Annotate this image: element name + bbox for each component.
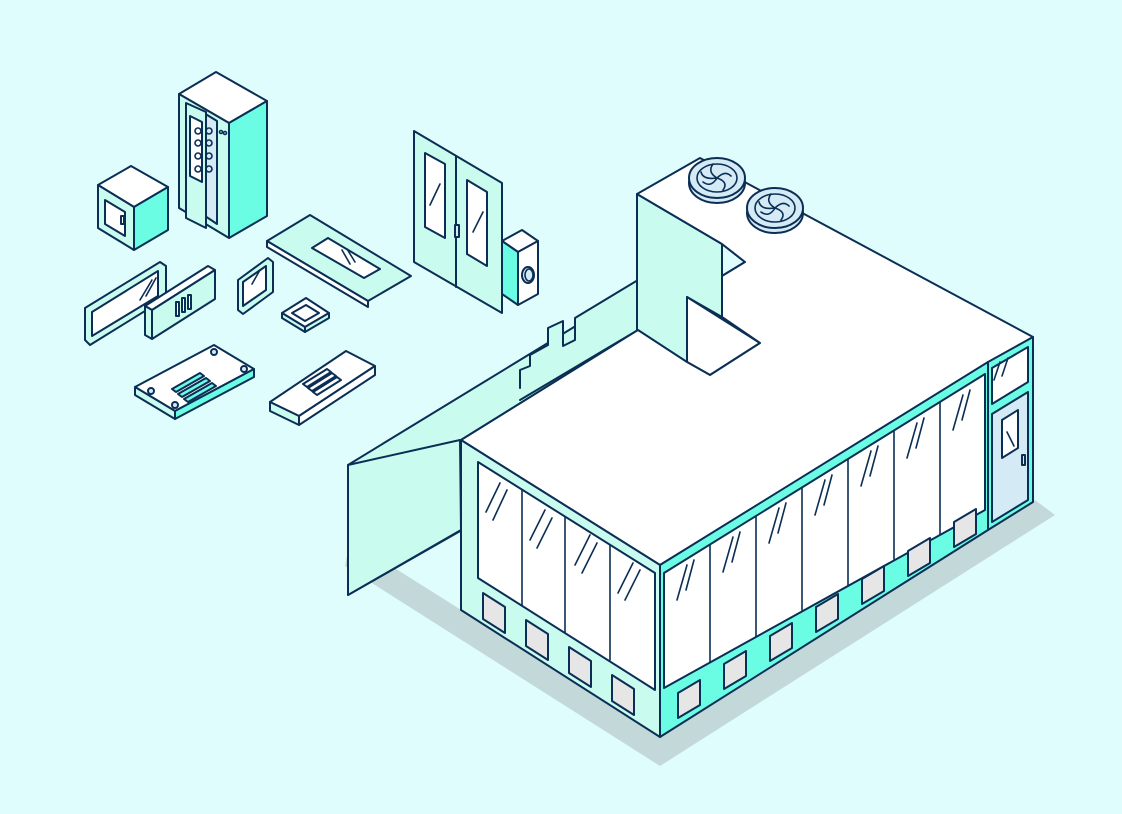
pass-box: [97, 165, 169, 251]
back-partition-wall: [347, 279, 639, 596]
air-shower: [178, 71, 268, 239]
countertop-with-window: [266, 214, 412, 308]
small-frame: [281, 297, 330, 333]
front-facade: [659, 361, 989, 738]
return-air-panel: [269, 350, 376, 426]
square-window: [237, 257, 274, 315]
side-door[interactable]: [987, 336, 1034, 531]
ceiling-panel-with-legs: [134, 344, 255, 420]
observation-window: [84, 261, 167, 346]
wall-panel-with-vents: [144, 265, 216, 340]
double-door: [413, 130, 503, 314]
roof-fan-2: [746, 187, 804, 234]
roof-fan-1: [688, 157, 746, 204]
fan-filter-unit-box: [501, 229, 539, 306]
left-floor-vents: [482, 592, 635, 716]
left-facade: [460, 439, 661, 738]
door-handle[interactable]: [1021, 454, 1026, 466]
front-floor-vents: [677, 508, 977, 719]
